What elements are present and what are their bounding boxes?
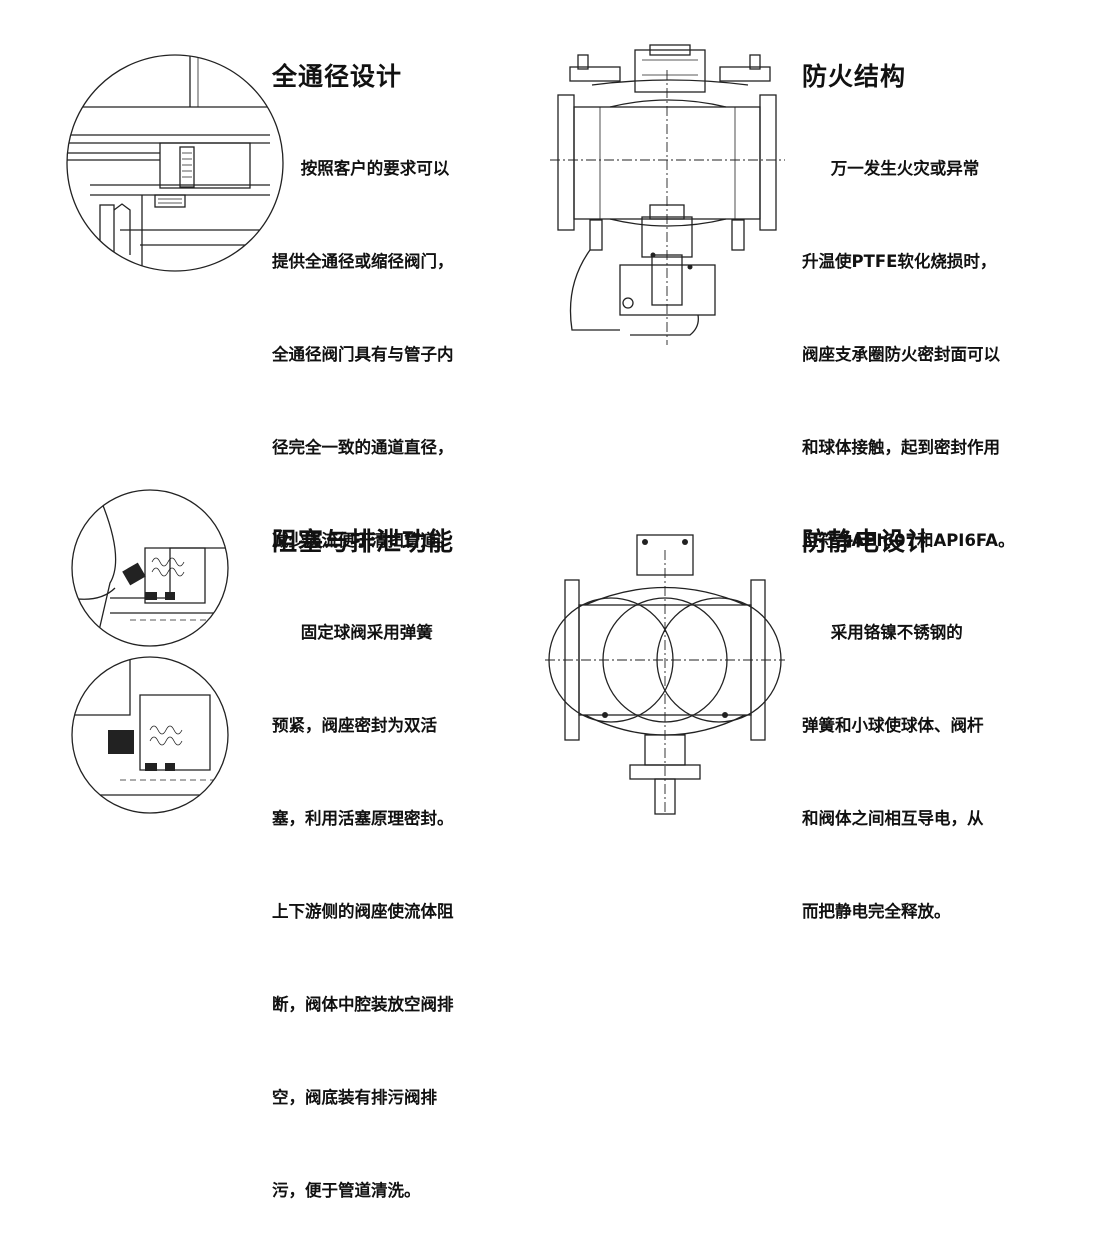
body-line: 全通径阀门具有与管子内 [272,345,454,364]
body-line: 且符合API607和API6FA。 [802,531,1015,550]
body-line: 断，阀体中腔装放空阀排 [272,995,454,1014]
body-line: 固定球阀采用弹簧 [272,623,433,642]
section-title-fire-safe: 防火结构 [802,62,907,91]
body-line: 采用铬镍不锈钢的 [802,623,963,642]
body-line: 上下游侧的阀座使流体阻 [272,902,454,921]
body-line: 空，阀底装有排污阀排 [272,1088,437,1107]
section-title-anti-static: 防静电设计 [802,527,933,556]
body-line: 减少涡流便于清扫管道。 [272,531,454,550]
anti-static-valve-drawing [545,534,785,815]
section-body-anti-static: 采用铬镍不锈钢的 弹簧和小球使球体、阀杆 和阀体之间相互导电，从 而把静电完全释… [802,555,984,958]
body-line: 而把静电完全释放。 [802,902,951,921]
body-line: 和阀体之间相互导电，从 [802,809,984,828]
body-line: 和球体接触，起到密封作用 [802,438,1000,457]
section-body-block-bleed: 固定球阀采用弹簧 预紧，阀座密封为双活 塞，利用活塞原理密封。 上下游侧的阀座使… [272,555,454,1237]
seat-seal-detail-drawing-upper [71,489,229,647]
body-line: 径完全一致的通道直径， [272,438,454,457]
seat-seal-detail-drawing-lower [71,656,229,814]
full-bore-detail-drawing [66,54,284,272]
body-line: 预紧，阀座密封为双活 [272,716,437,735]
body-line: 升温使PTFE软化烧损时， [802,252,997,271]
body-line: 塞，利用活塞原理密封。 [272,809,454,828]
body-line: 阀座支承圈防火密封面可以 [802,345,1000,364]
body-line: 万一发生火灾或异常 [802,159,980,178]
section-body-fire-safe: 万一发生火灾或异常 升温使PTFE软化烧损时， 阀座支承圈防火密封面可以 和球体… [802,91,1015,587]
section-body-full-bore: 按照客户的要求可以 提供全通径或缩径阀门， 全通径阀门具有与管子内 径完全一致的… [272,91,454,587]
section-title-block-bleed: 阻塞与排泄功能 [272,527,455,556]
body-line: 按照客户的要求可以 [272,159,450,178]
fire-safe-valve-drawing [550,44,785,345]
body-line: 提供全通径或缩径阀门， [272,252,454,271]
body-line: 弹簧和小球使球体、阀杆 [802,716,984,735]
body-line: 污，便于管道清洗。 [272,1181,421,1200]
section-title-full-bore: 全通径设计 [272,62,403,91]
